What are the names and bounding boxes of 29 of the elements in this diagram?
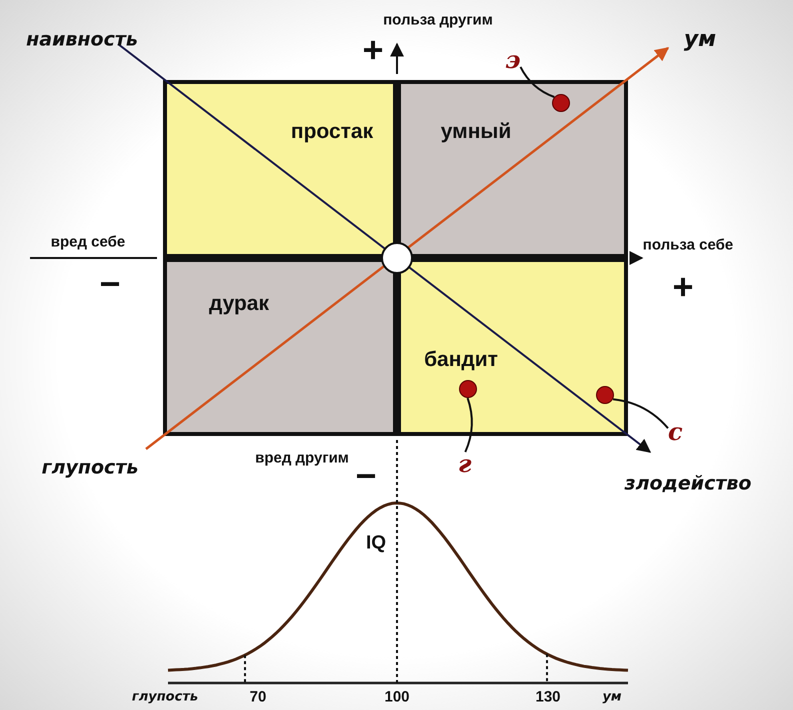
sign-symbol: − <box>99 266 121 302</box>
leader-line <box>612 398 669 429</box>
point-marker <box>552 94 570 112</box>
axis-tick-label: 130 <box>535 690 561 704</box>
quadrant-label: умный <box>440 120 512 144</box>
point-marker <box>596 386 614 404</box>
axis-label: злодейство <box>624 474 752 494</box>
axis-label: вред себе <box>50 234 126 250</box>
axis-tick-label: глупость <box>132 690 198 704</box>
axis-tick-label: 100 <box>384 690 410 704</box>
chart-label: IQ <box>366 534 386 552</box>
axis-label: польза другим <box>383 12 493 28</box>
sign-symbol: + <box>672 269 694 305</box>
point-marker <box>459 380 477 398</box>
axis-label: вред другим <box>255 450 349 466</box>
axis-tick-label: ум <box>602 690 622 704</box>
axis-label: глупость <box>42 458 138 478</box>
axis-tick-label: 70 <box>250 690 266 704</box>
point-label: э <box>505 48 520 72</box>
sign-symbol: + <box>362 32 384 68</box>
sign-symbol: − <box>355 458 377 494</box>
axis-label: польза себе <box>642 238 734 252</box>
axis-label: ум <box>684 29 716 51</box>
quadrant-label: простак <box>290 120 374 144</box>
quadrant-label: бандит <box>424 348 498 372</box>
point-label: г <box>458 452 472 476</box>
axis-label: наивность <box>26 30 138 50</box>
point-label: с <box>668 420 683 444</box>
quadrant-label: дурак <box>209 292 269 316</box>
